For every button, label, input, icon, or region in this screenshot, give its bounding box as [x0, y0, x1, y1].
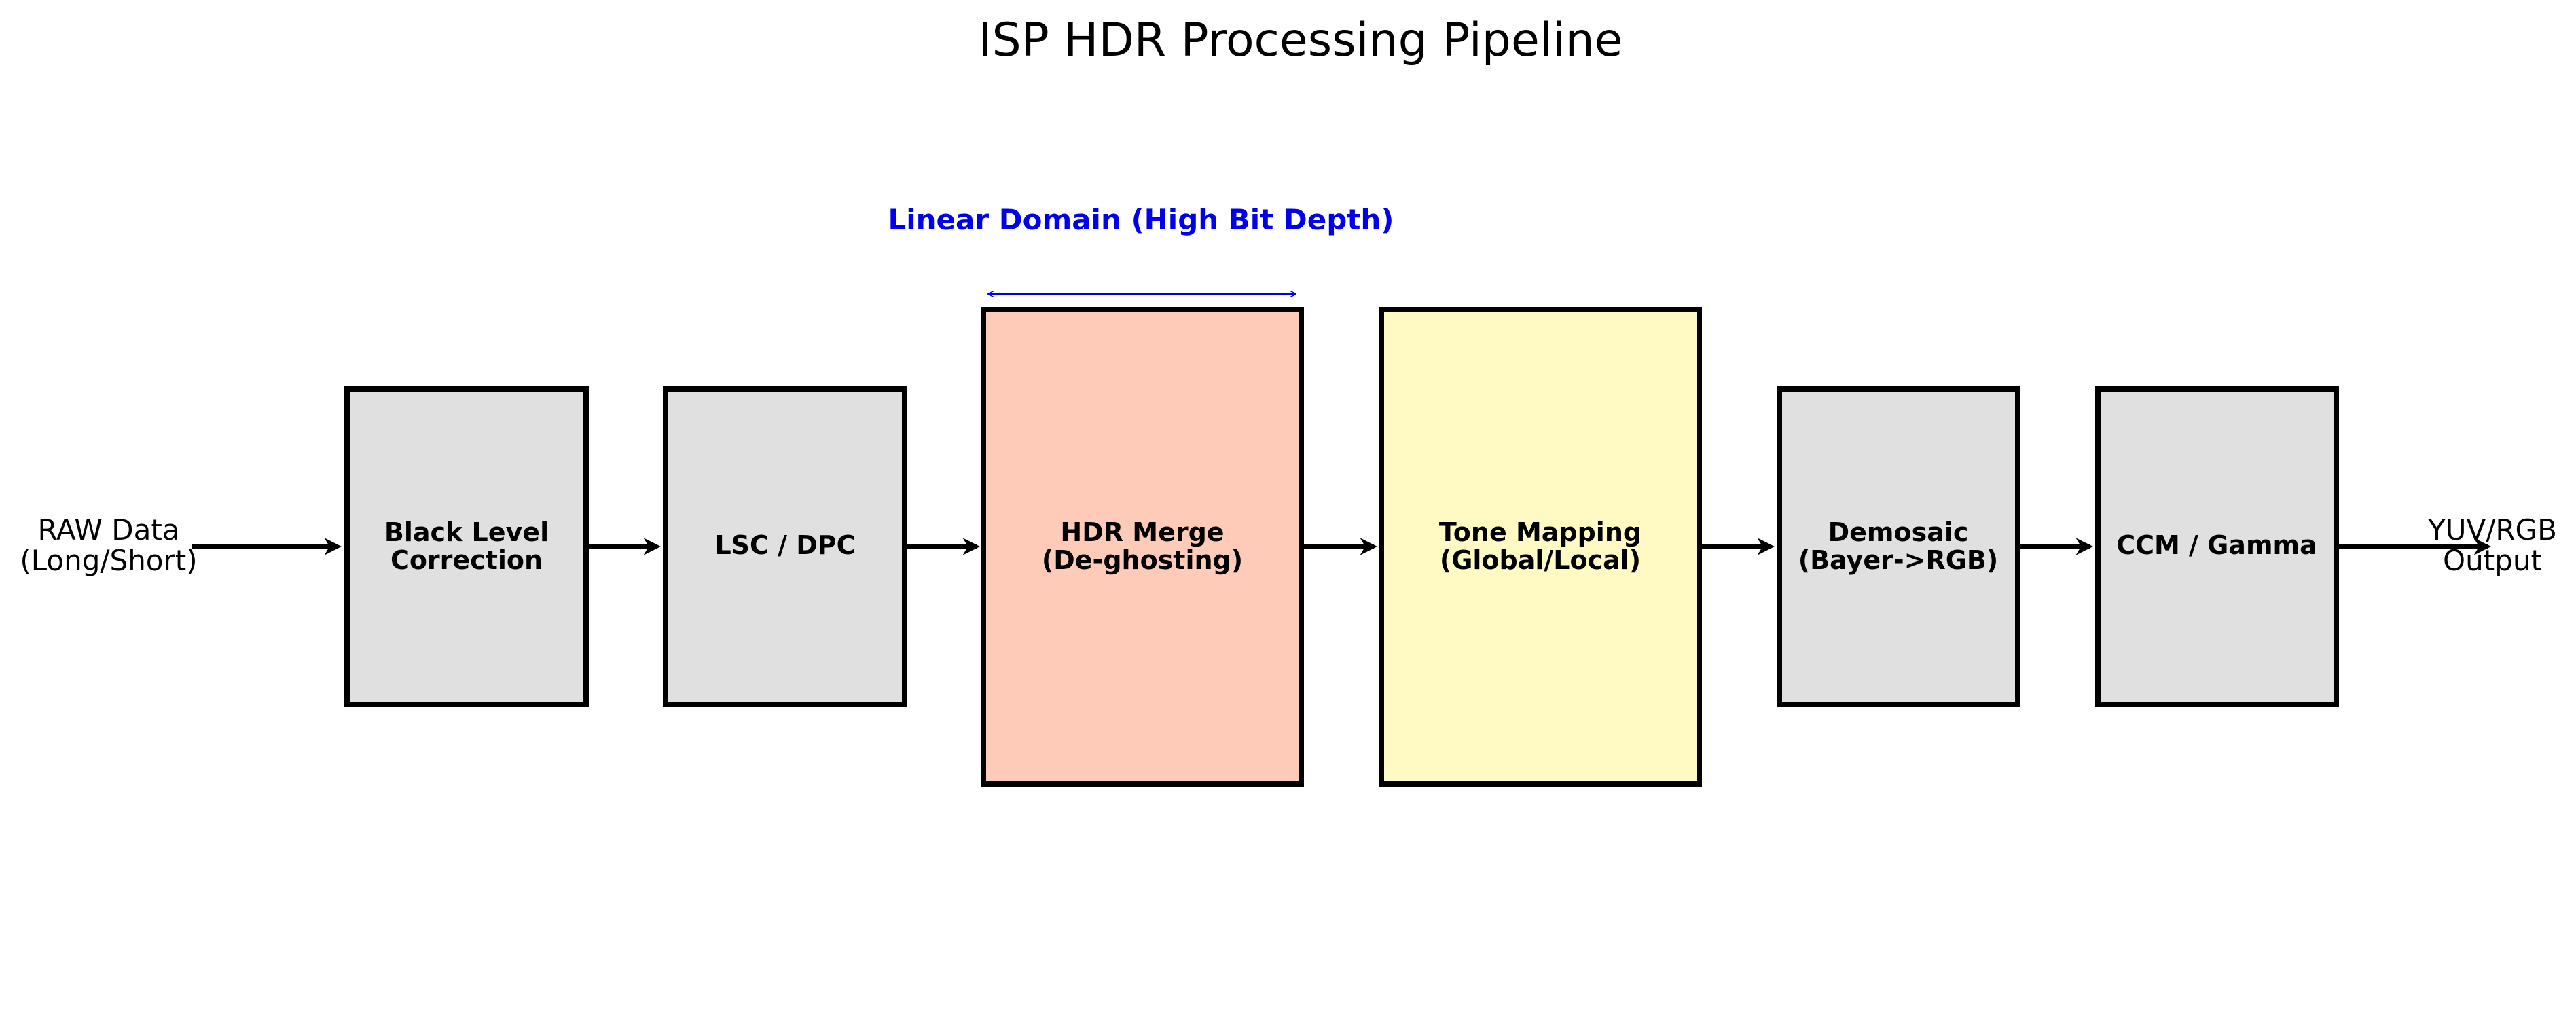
stage-label-line1: Black Level	[384, 517, 549, 547]
stage-label-line1: HDR Merge	[1060, 517, 1224, 547]
output-label-line2: Output	[2443, 544, 2542, 577]
stage-box	[663, 386, 907, 707]
linear-domain-label: Linear Domain (High Bit Depth)	[888, 203, 1394, 236]
stage-label-line2: (Global/Local)	[1440, 545, 1641, 575]
diagram-title: ISP HDR Processing Pipeline	[978, 14, 1622, 67]
stage-label-line1: LSC / DPC	[714, 530, 855, 560]
stage-demosaic: Demosaic (Bayer->RGB)	[1777, 386, 2020, 707]
stage-box	[981, 307, 1304, 787]
stage-label-line1: Demosaic	[1828, 517, 1969, 547]
stage-black-level-correction: Black Level Correction	[344, 386, 589, 707]
stage-label-line2: (De-ghosting)	[1042, 545, 1243, 575]
stage-hdr-merge: HDR Merge (De-ghosting)	[981, 307, 1304, 787]
stage-box	[1777, 386, 2020, 707]
stage-label-line2: Correction	[391, 545, 543, 575]
output-label-line1: YUV/RGB	[2427, 513, 2557, 547]
stage-lsc-dpc: LSC / DPC	[663, 386, 907, 707]
stage-box	[344, 386, 589, 707]
input-label-line2: (Long/Short)	[20, 544, 197, 577]
stage-label-line1: Tone Mapping	[1439, 517, 1641, 547]
stage-ccm-gamma: CCM / Gamma	[2095, 386, 2339, 707]
stage-label-line2: (Bayer->RGB)	[1798, 545, 1998, 575]
stage-tone-mapping: Tone Mapping (Global/Local)	[1379, 307, 1702, 787]
stage-label-line1: CCM / Gamma	[2116, 530, 2317, 560]
input-label-line1: RAW Data	[37, 513, 179, 547]
output-label: YUV/RGB Output	[2427, 513, 2557, 577]
stage-box	[2095, 386, 2339, 707]
stage-box	[1379, 307, 1702, 787]
input-label: RAW Data (Long/Short)	[20, 513, 197, 577]
linear-domain-annotation: Linear Domain (High Bit Depth)	[888, 203, 1394, 294]
